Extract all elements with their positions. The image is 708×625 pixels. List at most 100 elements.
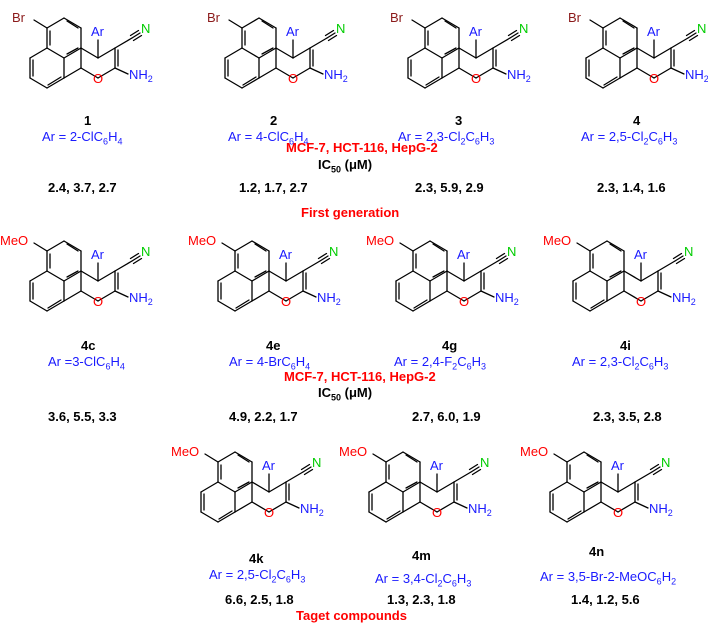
- compound-label: 4c: [81, 338, 96, 353]
- ar-substituent: Ar = 2,4-F2C6H3: [394, 354, 486, 372]
- compound-label: 4n: [589, 544, 605, 559]
- ar-substituent: Ar = 4-ClC6H4: [228, 129, 309, 147]
- pyran-oxygen-label: O: [432, 505, 442, 520]
- ar-group-label: Ar: [262, 458, 276, 473]
- amino-group-label: NH2: [317, 290, 341, 307]
- cell-lines-heading: MCF-7, HCT-116, HepG-2: [284, 369, 436, 384]
- nitrile-n-label: N: [480, 455, 489, 470]
- ar-substituent: Ar = 2,5-Cl2C6H3: [581, 129, 678, 147]
- ar-group-label: Ar: [91, 24, 105, 39]
- methoxy-label: MeO: [188, 233, 216, 248]
- ar-group-label: Ar: [647, 24, 661, 39]
- cell-lines-heading: MCF-7, HCT-116, HepG-2: [286, 140, 438, 155]
- methoxy-label: MeO: [0, 233, 28, 248]
- pyran-oxygen-label: O: [288, 71, 298, 86]
- ar-substituent: Ar = 2-ClC6H4: [42, 129, 123, 147]
- structure-4e: Ar N O NH2 MeO: [188, 233, 341, 312]
- compound-label: 4e: [266, 338, 281, 353]
- amino-group-label: NH2: [300, 501, 324, 518]
- compound-label: 4: [633, 113, 641, 128]
- amino-group-label: NH2: [129, 67, 153, 84]
- pyran-oxygen-label: O: [649, 71, 659, 86]
- ar-group-label: Ar: [286, 24, 300, 39]
- amino-group-label: NH2: [324, 67, 348, 84]
- ic50-values: 1.3, 2.3, 1.8: [387, 592, 456, 607]
- structure-4m: Ar N O NH2 MeO: [339, 444, 492, 523]
- methoxy-label: MeO: [171, 444, 199, 459]
- section-title-target-compounds: Taget compounds: [296, 608, 407, 623]
- nitrile-n-label: N: [312, 455, 321, 470]
- pyran-oxygen-label: O: [281, 294, 291, 309]
- ar-substituent: Ar = 2,3-Cl2C6H3: [398, 129, 495, 147]
- nitrile-n-label: N: [141, 21, 150, 36]
- nitrile-n-label: N: [329, 244, 338, 259]
- ar-substituent: Ar = 2,3-Cl2C6H3: [572, 354, 669, 372]
- bromo-label: Br: [390, 10, 404, 25]
- compound-label: 1: [84, 113, 92, 128]
- ar-substituent: Ar = 3,5-Br-2-MeOC6H2: [540, 569, 677, 587]
- ar-substituent: Ar = 4-BrC6H4: [229, 354, 311, 372]
- pyran-oxygen-label: O: [93, 71, 103, 86]
- compound-label: 2: [270, 113, 278, 128]
- ic50-values: 4.9, 2.2, 1.7: [229, 409, 298, 424]
- ic50-values: 2.3, 1.4, 1.6: [597, 180, 666, 195]
- pyran-oxygen-label: O: [264, 505, 274, 520]
- compound-label: 3: [455, 113, 463, 128]
- pyran-oxygen-label: O: [93, 294, 103, 309]
- bromo-label: Br: [12, 10, 26, 25]
- methoxy-label: MeO: [339, 444, 367, 459]
- compound-label: 4k: [249, 551, 264, 566]
- ic50-values: 2.4, 3.7, 2.7: [48, 180, 117, 195]
- structure-4k: Ar N O NH2 MeO: [171, 444, 324, 523]
- ic50-values: 1.4, 1.2, 5.6: [571, 592, 640, 607]
- amino-group-label: NH2: [468, 501, 492, 518]
- bromo-label: Br: [568, 10, 582, 25]
- nitrile-n-label: N: [684, 244, 693, 259]
- ic50-values: 3.6, 5.5, 3.3: [48, 409, 117, 424]
- amino-group-label: NH2: [129, 290, 153, 307]
- nitrile-n-label: N: [519, 21, 528, 36]
- pyran-oxygen-label: O: [459, 294, 469, 309]
- nitrile-n-label: N: [336, 21, 345, 36]
- amino-group-label: NH2: [672, 290, 696, 307]
- ar-substituent: Ar =3-ClC6H4: [48, 354, 125, 372]
- ar-group-label: Ar: [611, 458, 625, 473]
- ic50-heading: IC50 (μM): [318, 385, 373, 403]
- amino-group-label: NH2: [495, 290, 519, 307]
- ar-group-label: Ar: [430, 458, 444, 473]
- ic50-values: 1.2, 1.7, 2.7: [239, 180, 308, 195]
- nitrile-n-label: N: [507, 244, 516, 259]
- nitrile-n-label: N: [661, 455, 670, 470]
- nitrile-n-label: N: [141, 244, 150, 259]
- ar-group-label: Ar: [91, 247, 105, 262]
- compound-label: 4i: [620, 338, 631, 353]
- bromo-label: Br: [207, 10, 221, 25]
- ic50-values: 2.7, 6.0, 1.9: [412, 409, 481, 424]
- ic50-values: 2.3, 3.5, 2.8: [593, 409, 662, 424]
- amino-group-label: NH2: [507, 67, 531, 84]
- ar-substituent: Ar = 3,4-Cl2C6H3: [375, 571, 472, 589]
- structure-1: Ar N O NH2 Br: [12, 10, 153, 89]
- ar-group-label: Ar: [279, 247, 293, 262]
- structure-2: Ar N O NH2 Br: [207, 10, 348, 89]
- ic50-values: 2.3, 5.9, 2.9: [415, 180, 484, 195]
- pyran-oxygen-label: O: [613, 505, 623, 520]
- compound-label: 4m: [412, 548, 431, 563]
- ic50-values: 6.6, 2.5, 1.8: [225, 592, 294, 607]
- compound-label: 4g: [442, 338, 458, 353]
- nitrile-n-label: N: [697, 21, 706, 36]
- structure-4c: Ar N O NH2 MeO: [0, 233, 153, 312]
- pyran-oxygen-label: O: [471, 71, 481, 86]
- ar-group-label: Ar: [457, 247, 471, 262]
- ar-group-label: Ar: [634, 247, 648, 262]
- ic50-heading: IC50 (μM): [318, 157, 373, 175]
- methoxy-label: MeO: [543, 233, 571, 248]
- amino-group-label: NH2: [649, 501, 673, 518]
- ar-substituent: Ar = 2,5-Cl2C6H3: [209, 567, 306, 585]
